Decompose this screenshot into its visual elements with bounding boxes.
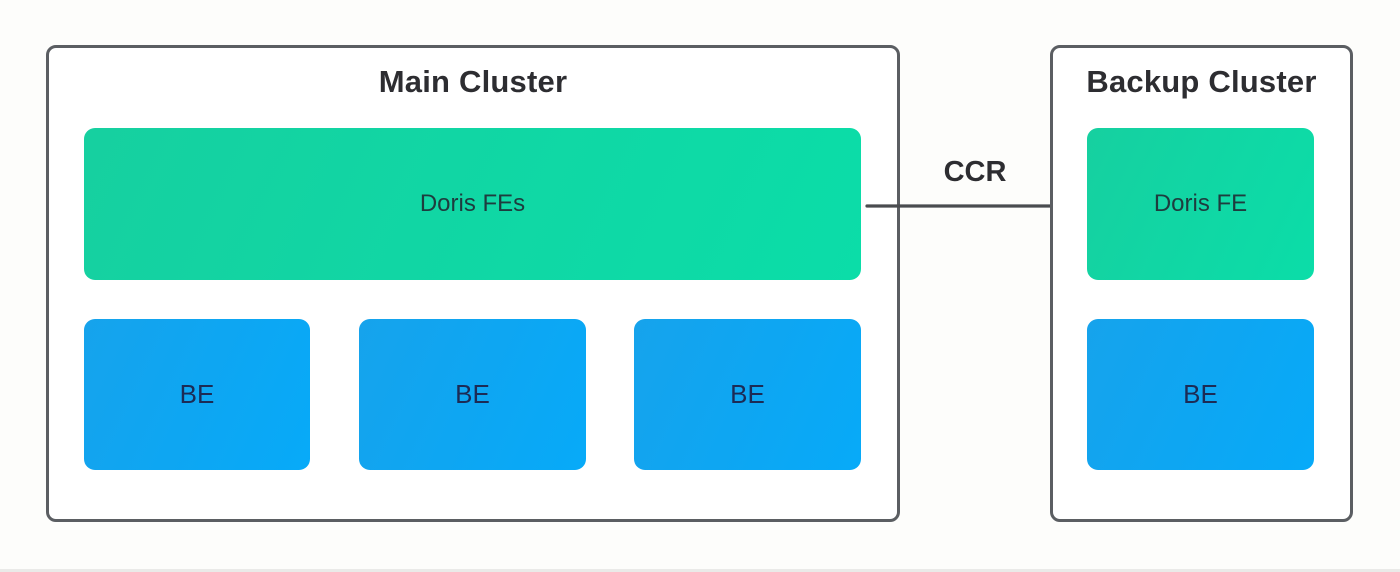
main-be-node-1: BE: [84, 319, 310, 470]
backup-doris-fe-node: Doris FE: [1087, 128, 1314, 280]
main-cluster-title: Main Cluster: [378, 64, 568, 99]
backup-doris-fe-label: Doris FE: [1153, 190, 1248, 217]
screenshot-bottom-edge: [0, 569, 1400, 572]
main-doris-fes-label: Doris FEs: [419, 190, 526, 217]
main-be-label-3: BE: [730, 379, 765, 409]
main-be-node-2: BE: [359, 319, 586, 470]
main-be-label-2: BE: [455, 379, 490, 409]
backup-be-node: BE: [1087, 319, 1314, 470]
main-cluster-box: Main Cluster Doris FEs BE BE BE: [46, 45, 900, 522]
ccr-arrow-label: CCR: [943, 156, 1007, 188]
main-be-node-3: BE: [634, 319, 861, 470]
main-doris-fes-node: Doris FEs: [84, 128, 861, 280]
main-be-label-1: BE: [179, 379, 215, 409]
backup-cluster-title: Backup Cluster: [1086, 64, 1317, 99]
backup-cluster-box: Backup Cluster Doris FE BE: [1050, 45, 1353, 522]
backup-be-label: BE: [1183, 379, 1218, 409]
